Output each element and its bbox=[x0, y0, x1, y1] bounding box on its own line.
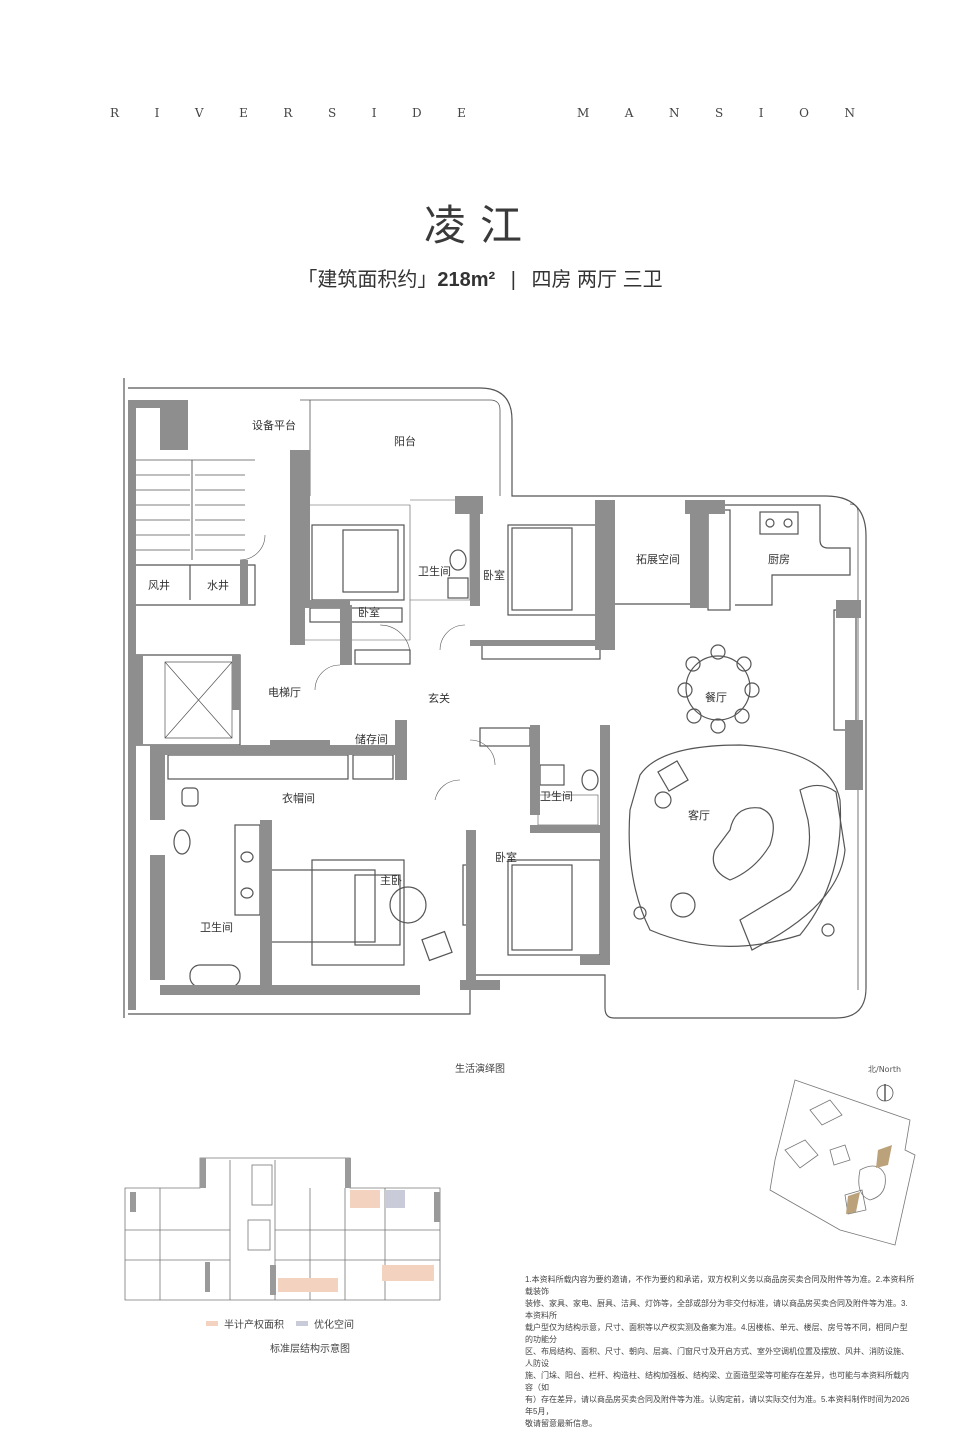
label-living: 客厅 bbox=[688, 809, 710, 822]
label-bathroom-mid: 卫生间 bbox=[540, 790, 573, 803]
disclaimer-notes: 1.本资料所载内容为要约邀请，不作为要约和承诺，双方权利义务以商品房买卖合同及附… bbox=[525, 1274, 915, 1430]
brand-letter: O bbox=[799, 106, 809, 120]
note-line: 区、布局结构、面积、尺寸、朝向、层高、门窗尺寸及开启方式、室外空调机位置及摆放、… bbox=[525, 1347, 909, 1368]
brand-letter: A bbox=[624, 106, 634, 120]
site-plan bbox=[769, 1079, 916, 1246]
subtitle-separator: | bbox=[510, 269, 516, 291]
legend-label-half-area: 半计产权面积 bbox=[224, 1320, 284, 1331]
label-air-shaft: 风井 bbox=[148, 579, 170, 592]
half-area-block bbox=[278, 1278, 338, 1292]
brand-letter: S bbox=[715, 106, 724, 120]
north-label: 北/North bbox=[868, 1065, 902, 1074]
brand-letter: M bbox=[576, 106, 590, 120]
label-cloakroom: 衣帽间 bbox=[282, 792, 315, 805]
legend-swatch-half-area bbox=[206, 1321, 218, 1326]
legend-optimized: 优化空间 bbox=[296, 1316, 354, 1331]
brand-letter: E bbox=[457, 106, 466, 120]
brand-letter: R bbox=[110, 106, 120, 120]
label-bathroom-top: 卫生间 bbox=[418, 565, 451, 578]
label-bedroom-left: 卧室 bbox=[358, 606, 380, 619]
note-line: 载户型仅为结构示意，尺寸、面积等以产权实测及备案为准。4.因楼栋、单元、楼层、房… bbox=[525, 1323, 908, 1344]
label-foyer: 玄关 bbox=[428, 692, 450, 705]
standard-caption: 标准层结构示意图 bbox=[270, 1344, 350, 1355]
page-title: 凌江 bbox=[423, 201, 536, 250]
note-line: 装修、家具、家电、厨具、洁具、灯饰等，全部或部分为非交付标准，请以商品房买卖合同… bbox=[525, 1299, 908, 1320]
floor-plan bbox=[123, 378, 867, 1019]
label-kitchen: 厨房 bbox=[768, 553, 790, 566]
label-storage: 储存间 bbox=[355, 733, 388, 746]
note-line: 敬请留意最新信息。 bbox=[525, 1419, 597, 1428]
brand-letter: D bbox=[411, 106, 422, 120]
half-area-block bbox=[350, 1190, 380, 1208]
legend-label-optimized: 优化空间 bbox=[314, 1320, 354, 1331]
brand-letter: I bbox=[371, 106, 377, 120]
note-line: 1.本资料所载内容为要约邀请，不作为要约和承诺，双方权利义务以商品房买卖合同及附… bbox=[525, 1275, 915, 1296]
brand-letter: I bbox=[758, 106, 764, 120]
brand-letter: V bbox=[194, 106, 204, 120]
note-line: 有）存在差异，请以商品房买卖合同及附件等为准。认购定前，请以实际交付为准。5.本… bbox=[525, 1395, 910, 1416]
label-elevator-hall: 电梯厅 bbox=[268, 686, 301, 699]
legend-half-area: 半计产权面积 bbox=[206, 1316, 284, 1331]
label-balcony: 阳台 bbox=[394, 435, 416, 448]
brand-letter: S bbox=[327, 106, 337, 120]
brand-wordmark: R I V E R S I D E M A N S I O N bbox=[110, 106, 855, 120]
label-extension: 拓展空间 bbox=[636, 553, 680, 566]
label-water-shaft: 水井 bbox=[207, 579, 229, 592]
brand-letter: E bbox=[239, 106, 248, 120]
brand-letter: I bbox=[154, 106, 160, 120]
note-line: 施、门垛、阳台、栏杆、构造柱、结构加强板、结构梁、立面造型梁等可能存在差异，也可… bbox=[525, 1371, 909, 1392]
half-area-block bbox=[382, 1265, 434, 1281]
layout-text: 四房 两厅 三卫 bbox=[531, 269, 663, 291]
brand-letter: N bbox=[669, 106, 680, 120]
brand-letter: N bbox=[844, 106, 855, 120]
label-master: 主卧 bbox=[380, 874, 402, 887]
area-value: 218m² bbox=[437, 269, 496, 291]
render-caption: 生活演绎图 bbox=[455, 1064, 505, 1075]
label-dining: 餐厅 bbox=[705, 691, 727, 704]
label-master-bath: 卫生间 bbox=[200, 921, 233, 934]
standard-floor-plan bbox=[124, 1157, 441, 1301]
label-bedroom-right: 卧室 bbox=[495, 851, 517, 864]
optimized-block bbox=[385, 1190, 405, 1208]
area-prefix: 「建筑面积约」 bbox=[297, 269, 438, 291]
page-subtitle: 「建筑面积约」218m² | 四房 两厅 三卫 bbox=[0, 263, 960, 292]
brand-letter: R bbox=[283, 106, 293, 120]
label-equipment-platform: 设备平台 bbox=[252, 419, 296, 432]
legend-swatch-optimized bbox=[296, 1321, 308, 1326]
label-bedroom-center: 卧室 bbox=[483, 569, 505, 582]
